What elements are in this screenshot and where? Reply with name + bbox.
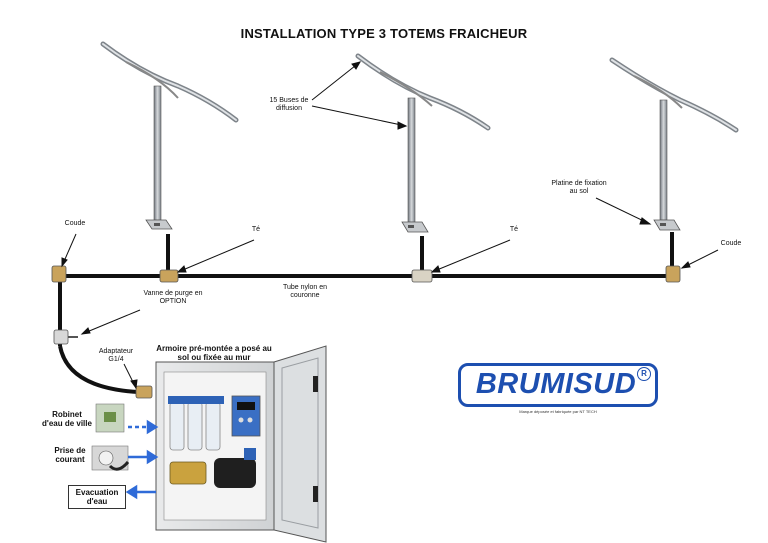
label-platine: Platine de fixation au sol — [551, 180, 607, 195]
vanne-fitting — [53, 329, 69, 345]
label-coude-left: Coude — [64, 220, 86, 227]
te-left-fitting — [159, 269, 179, 283]
filter-3 — [205, 401, 221, 451]
label-armoire: Armoire pré-montée a posé au sol ou fixé… — [156, 344, 272, 362]
evacuation-box — [68, 485, 126, 509]
totem-left — [100, 41, 239, 230]
motor — [214, 458, 256, 488]
label-te-mid: Té — [509, 226, 519, 233]
door-hinge-bottom — [313, 486, 318, 502]
prise-image — [91, 445, 130, 471]
label-buses: 15 Buses de diffusion — [269, 97, 309, 112]
label-evacuation: Evacuation d'eau — [75, 488, 119, 506]
coude-left-fitting — [51, 265, 67, 283]
filter-1 — [169, 401, 185, 451]
filter-2 — [187, 401, 203, 451]
registered-icon: R — [637, 367, 651, 381]
logo-wordmark: BRUMISUD — [475, 368, 637, 400]
label-coude-right: Coude — [720, 240, 742, 247]
cabinet — [155, 345, 327, 543]
totem-middle — [355, 53, 491, 233]
coude-right-fitting — [665, 265, 681, 283]
door-hinge-top — [313, 376, 318, 392]
leader-arrows — [61, 61, 719, 390]
totem-right — [609, 57, 739, 231]
label-te-left: Té — [251, 226, 261, 233]
adaptateur-fitting — [135, 385, 153, 399]
label-robinet: Robinet d'eau de ville — [42, 410, 92, 428]
diagram-title: INSTALLATION TYPE 3 TOTEMS FRAICHEUR — [240, 26, 528, 41]
logo-subtitle: Marque déposée et fabriquée par NT TECH — [519, 409, 597, 414]
fittings — [51, 265, 681, 399]
label-adaptateur: Adaptateur G1/4 — [98, 348, 134, 363]
label-vanne: Vanne de purge en OPTION — [143, 290, 203, 305]
filter-head — [168, 396, 224, 404]
label-tube: Tube nylon en couronne — [282, 284, 328, 299]
pump — [169, 461, 207, 485]
brumisud-logo: BRUMISUD R — [458, 363, 658, 407]
label-prise: Prise de courant — [54, 446, 86, 464]
te-mid-fitting — [411, 269, 433, 283]
robinet-image — [95, 403, 125, 433]
blue-arrows — [125, 419, 159, 500]
